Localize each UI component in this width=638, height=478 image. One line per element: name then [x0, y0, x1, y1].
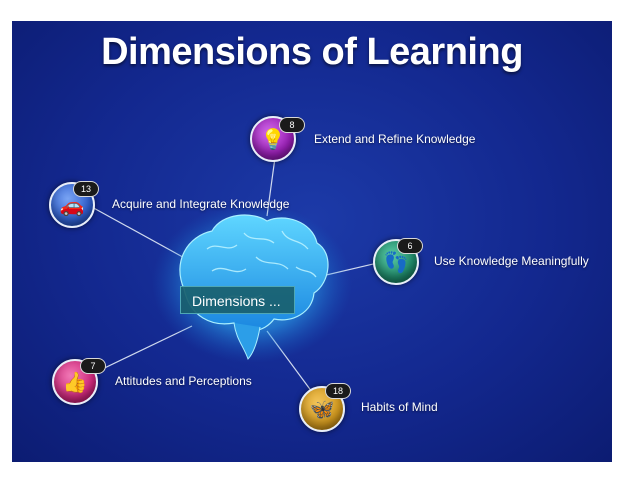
butterfly-icon: 🦋 — [309, 397, 335, 421]
page-title: Dimensions of Learning — [101, 31, 523, 73]
node-attitudes-count: 7 — [80, 358, 106, 374]
node-acquire-count: 13 — [73, 181, 99, 197]
node-extend-count: 8 — [279, 117, 305, 133]
node-extend-label[interactable]: Extend and Refine Knowledge — [314, 132, 476, 146]
thumbs-up-icon: 👍 — [62, 370, 88, 394]
center-topic-label[interactable]: Dimensions ... — [180, 286, 295, 314]
node-use-count: 6 — [397, 238, 423, 254]
node-habits-count: 18 — [325, 383, 351, 399]
footprints-icon: 👣 — [383, 250, 409, 274]
node-attitudes-label[interactable]: Attitudes and Perceptions — [115, 374, 252, 388]
node-acquire-label[interactable]: Acquire and Integrate Knowledge — [112, 197, 290, 211]
node-use-label[interactable]: Use Knowledge Meaningfully — [434, 254, 589, 268]
node-habits-label[interactable]: Habits of Mind — [361, 400, 438, 414]
brain-image — [152, 203, 352, 363]
car-icon: 🚗 — [59, 193, 85, 217]
mind-map-slide: Dimensions of Learning 💡 8 Extend and Re… — [12, 21, 612, 462]
